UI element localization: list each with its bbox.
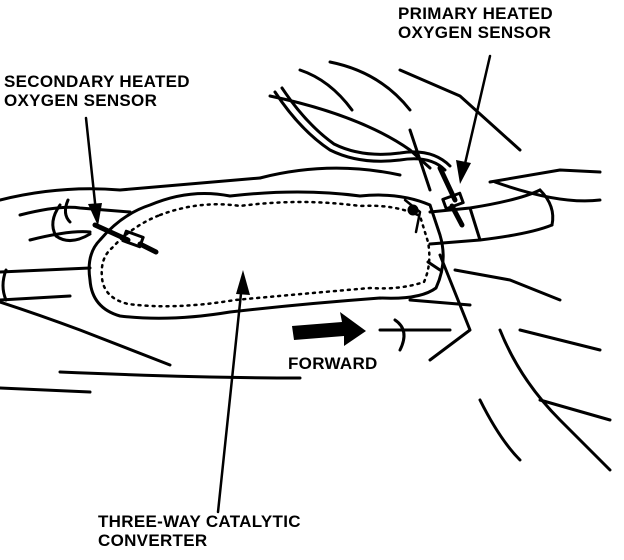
arrowhead-primary [456, 160, 471, 184]
label-three-way-catalytic-converter: THREE-WAY CATALYTIC CONVERTER [98, 512, 301, 550]
label-line: FORWARD [288, 354, 378, 373]
label-forward: FORWARD [288, 354, 378, 373]
primary-oxygen-sensor [273, 86, 465, 228]
catalytic-converter-body [87, 190, 445, 320]
arrowhead-converter [236, 270, 250, 295]
heat-shield-outline [100, 200, 431, 308]
vehicle-underbody [0, 60, 612, 472]
arrowhead-secondary [88, 203, 102, 226]
label-line: THREE-WAY CATALYTIC [98, 512, 301, 531]
leader-converter [216, 282, 244, 514]
leader-secondary [84, 116, 98, 214]
label-line: OXYGEN SENSOR [398, 23, 552, 42]
secondary-oxygen-sensor [51, 198, 159, 255]
forward-arrow-icon [292, 312, 366, 346]
label-secondary-heated-oxygen-sensor: SECONDARY HEATED OXYGEN SENSOR [4, 72, 190, 110]
label-line: SECONDARY HEATED [4, 72, 190, 91]
label-primary-heated-oxygen-sensor: PRIMARY HEATED OXYGEN SENSOR [398, 4, 553, 42]
label-line: OXYGEN SENSOR [4, 91, 158, 110]
label-line: PRIMARY HEATED [398, 4, 554, 23]
exhaust-pipe [0, 188, 555, 302]
label-line: CONVERTER [98, 531, 208, 550]
leader-lines [84, 54, 492, 514]
leader-primary [462, 54, 492, 170]
